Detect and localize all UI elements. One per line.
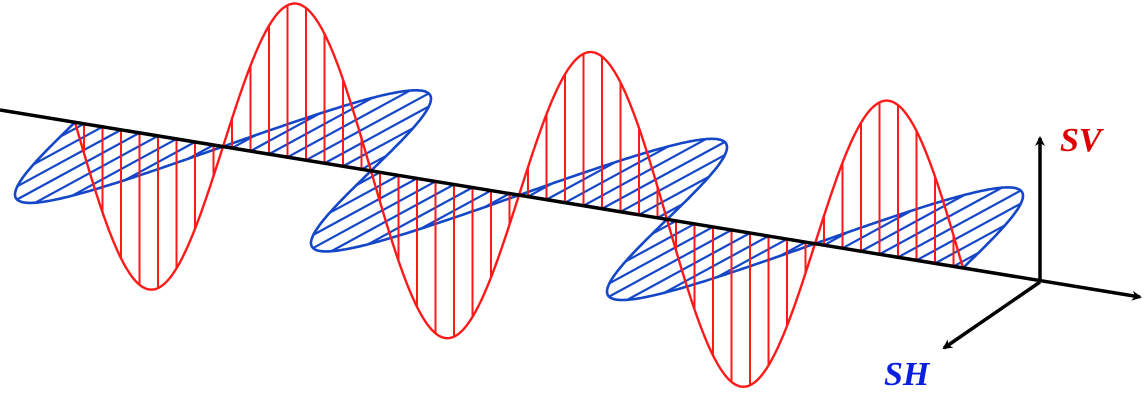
propagation-axis — [0, 108, 1142, 301]
sh-hatch-line — [897, 189, 1022, 259]
sh-hatch-line — [582, 138, 707, 207]
sh-hatch-line — [305, 92, 430, 162]
sh-hatch-line — [608, 225, 714, 285]
sh-hatch-line — [716, 238, 788, 279]
sh-hatch-line — [860, 193, 966, 253]
sh-hatch-line — [626, 232, 751, 301]
sh-hatch-line — [625, 222, 696, 263]
sh-hatch-line — [330, 183, 455, 253]
sh-hatch-line — [16, 131, 141, 201]
sh-hatch-line — [608, 229, 733, 298]
sh-hatch-line — [286, 89, 411, 159]
sh-wave — [13, 89, 1025, 302]
sh-hatch-line — [33, 125, 104, 166]
sh-hatch-line — [934, 224, 1006, 265]
sh-hatch-line — [34, 134, 159, 204]
sh-hatch-line — [601, 141, 726, 210]
sh-hatch-line — [420, 189, 492, 230]
sh-label: SH — [884, 356, 930, 393]
sh-hatch-line — [952, 251, 980, 268]
sh-hatch-line — [249, 112, 320, 153]
sh-hatch-line — [312, 180, 437, 250]
sh-hatch-line — [663, 235, 770, 294]
sh-hatch-line — [878, 186, 1003, 256]
sh-hatch-line — [268, 96, 374, 156]
sv-label: SV — [1060, 122, 1102, 159]
sh-hatch-line — [841, 209, 912, 250]
sh-hatch-line — [323, 105, 430, 165]
sh-hatch-line — [312, 177, 418, 236]
sh-hatch-line — [564, 145, 670, 204]
sh-hatch-line — [915, 202, 1022, 262]
sh-hatch-line — [367, 186, 474, 246]
sh-hatch-line — [545, 161, 616, 201]
sh-hatch-line — [71, 137, 178, 197]
sh-hatch-line — [329, 174, 400, 214]
sh-hatch-line — [342, 127, 414, 168]
sh-hatch-line — [619, 154, 726, 213]
sh-hatch-line — [16, 128, 122, 188]
sh-hatch-line — [124, 141, 196, 182]
sh-axis-arrow — [942, 280, 1041, 350]
sh-hatch-line — [638, 175, 710, 216]
